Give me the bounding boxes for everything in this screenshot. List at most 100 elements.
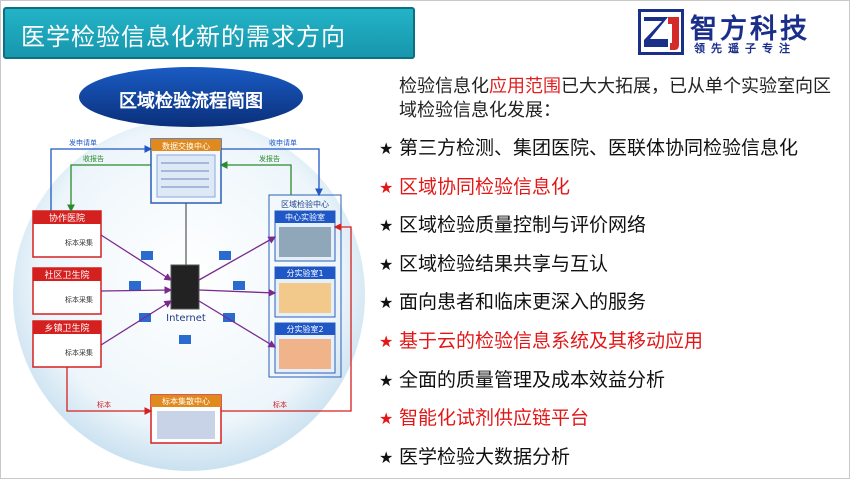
- computer-icon: [179, 335, 191, 344]
- logo-slogan: 领先遥子专注: [694, 42, 796, 55]
- computer-icon: [129, 281, 141, 290]
- hospital-header: [33, 211, 101, 224]
- exchange-center-label: 数据交换中心: [162, 141, 210, 151]
- request-flow-line: [221, 148, 323, 197]
- hospital-1: 协作医院 标本采集: [32, 210, 102, 258]
- intro-part2: 已大大拓展，已从单个实验室向区域检验信息化发展：: [399, 76, 831, 121]
- star-icon: ★: [379, 370, 394, 390]
- bullet-text: 区域检验结果共享与互认: [399, 252, 609, 275]
- center-lab-header: [275, 211, 335, 223]
- star-icon: ★: [379, 254, 394, 274]
- logo-name: 智方科技: [690, 14, 810, 45]
- bullet-item: ★基于云的检验信息系统及其移动应用: [379, 326, 844, 365]
- hospital-2: 社区卫生院 标本采集: [32, 267, 102, 315]
- computer-icon: [223, 313, 235, 322]
- hospital-sub: 标本采集: [65, 348, 93, 357]
- lab-photo: [279, 339, 331, 369]
- link-line: [198, 236, 277, 281]
- center-lab: 中心实验室: [274, 210, 336, 262]
- diagram-title: 区域检验流程简图: [119, 90, 263, 112]
- report-flow-line: [67, 164, 151, 213]
- report-flow-line: [219, 161, 292, 195]
- hospital-3: 乡镇卫生院 标本采集: [32, 320, 102, 368]
- bullet-item: ★ 第三方检测、集团医院、医联体协同检验信息化: [379, 133, 844, 172]
- hospital-sub: 标本采集: [65, 295, 93, 304]
- sub-lab-header: [275, 323, 335, 335]
- title-bar: 医学检验信息化新的需求方向: [3, 7, 415, 59]
- specimen-flow-line: [66, 367, 153, 415]
- internet-label: Internet: [166, 313, 206, 324]
- link-line: [100, 300, 173, 346]
- lab-photo: [279, 227, 331, 257]
- collection-photo: [157, 411, 215, 439]
- computer-icon: [233, 281, 245, 290]
- hospital-label: 社区卫生院: [44, 269, 89, 281]
- company-logo: 智方科技 领先遥子专注: [638, 9, 843, 61]
- star-icon: ★: [379, 447, 394, 467]
- diagram-title-banner: [79, 67, 303, 127]
- link-line: [100, 286, 173, 294]
- flow-label: 发报告: [259, 154, 280, 163]
- request-flow-line: [50, 145, 153, 211]
- regional-center-label: 区域检验中心: [281, 199, 329, 209]
- computer-icon: [141, 251, 153, 260]
- center-lab-label: 中心实验室: [285, 212, 325, 222]
- bullet-item: ★区域检验质量控制与评价网络: [379, 210, 844, 249]
- hospital-header: [33, 268, 101, 281]
- hospital-sub: 标本采集: [65, 238, 93, 247]
- bullet-text: 区域检验质量控制与评价网络: [399, 214, 647, 237]
- intro-part1: 检验信息化: [399, 76, 489, 97]
- exchange-screen: [156, 154, 216, 198]
- bullet-text: 区域协同检验信息化: [399, 175, 571, 198]
- bullet-text: 基于云的检验信息系统及其移动应用: [399, 329, 704, 352]
- link-line: [198, 300, 277, 348]
- link-line: [198, 288, 277, 297]
- specimen-label: 标本: [273, 400, 287, 409]
- sub-lab-2: 分实验室2: [274, 322, 336, 374]
- specimen-label: 标本: [97, 400, 111, 409]
- bullet-text: 全面的质量管理及成本效益分析: [399, 368, 666, 391]
- bullet-item: ★全面的质量管理及成本效益分析: [379, 365, 844, 404]
- bullet-item: ★区域协同检验信息化: [379, 172, 844, 211]
- server-icon: [170, 264, 200, 310]
- hospital-header: [33, 321, 101, 334]
- flow-label: 发申请单: [69, 138, 97, 147]
- logo-mark-icon: [638, 9, 684, 55]
- star-icon: ★: [379, 331, 394, 351]
- bullet-text: 面向患者和临床更深入的服务: [399, 291, 647, 314]
- sub-lab-label: 分实验室1: [286, 268, 323, 278]
- regional-center-frame: [268, 194, 342, 378]
- slide-title: 医学检验信息化新的需求方向: [21, 23, 346, 51]
- star-icon: ★: [379, 177, 394, 197]
- star-icon: ★: [379, 409, 394, 429]
- flow-label: 收申请单: [269, 138, 297, 147]
- lab-photo: [279, 283, 331, 313]
- bullet-item: ★区域检验结果共享与互认: [379, 249, 844, 288]
- star-icon: ★: [379, 216, 394, 236]
- star-icon: ★: [379, 139, 394, 158]
- bullet-text: 智能化试剂供应链平台: [399, 407, 590, 430]
- star-icon: ★: [379, 293, 394, 313]
- link-line: [100, 234, 173, 281]
- sub-lab-1: 分实验室1: [274, 266, 336, 318]
- regional-lab-flow-diagram: 区域检验流程简图 数据交换中心 协作医院 标本采集 社区卫生院 标本采集 乡镇卫…: [13, 67, 365, 471]
- bullet-text: 第三方检测、集团医院、医联体协同检验信息化: [399, 137, 799, 159]
- specimen-flow-line: [221, 223, 352, 412]
- collection-center-header: [151, 395, 221, 407]
- sub-lab-header: [275, 267, 335, 279]
- hospital-label: 协作医院: [49, 212, 85, 224]
- intro-highlight: 应用范围: [489, 76, 561, 97]
- exchange-center-header: [151, 139, 221, 151]
- bullet-item: ★面向患者和临床更深入的服务: [379, 287, 844, 326]
- bullet-item: ★医学检验大数据分析: [379, 442, 844, 478]
- flow-label: 收报告: [83, 154, 104, 163]
- computer-icon: [219, 251, 231, 260]
- intro-text: 检验信息化应用范围已大大拓展，已从单个实验室向区域检验信息化发展：: [399, 75, 839, 123]
- bullet-list: ★第三方检测、集团医院、医联体协同检验信息化★区域协同检验信息化★区域检验质量控…: [379, 133, 844, 478]
- bullet-item: ★智能化试剂供应链平台: [379, 403, 844, 442]
- sub-lab-label: 分实验室2: [286, 324, 323, 334]
- bullet-text: 医学检验大数据分析: [399, 445, 571, 468]
- collection-center-label: 标本集散中心: [162, 396, 210, 406]
- hospital-label: 乡镇卫生院: [44, 322, 89, 334]
